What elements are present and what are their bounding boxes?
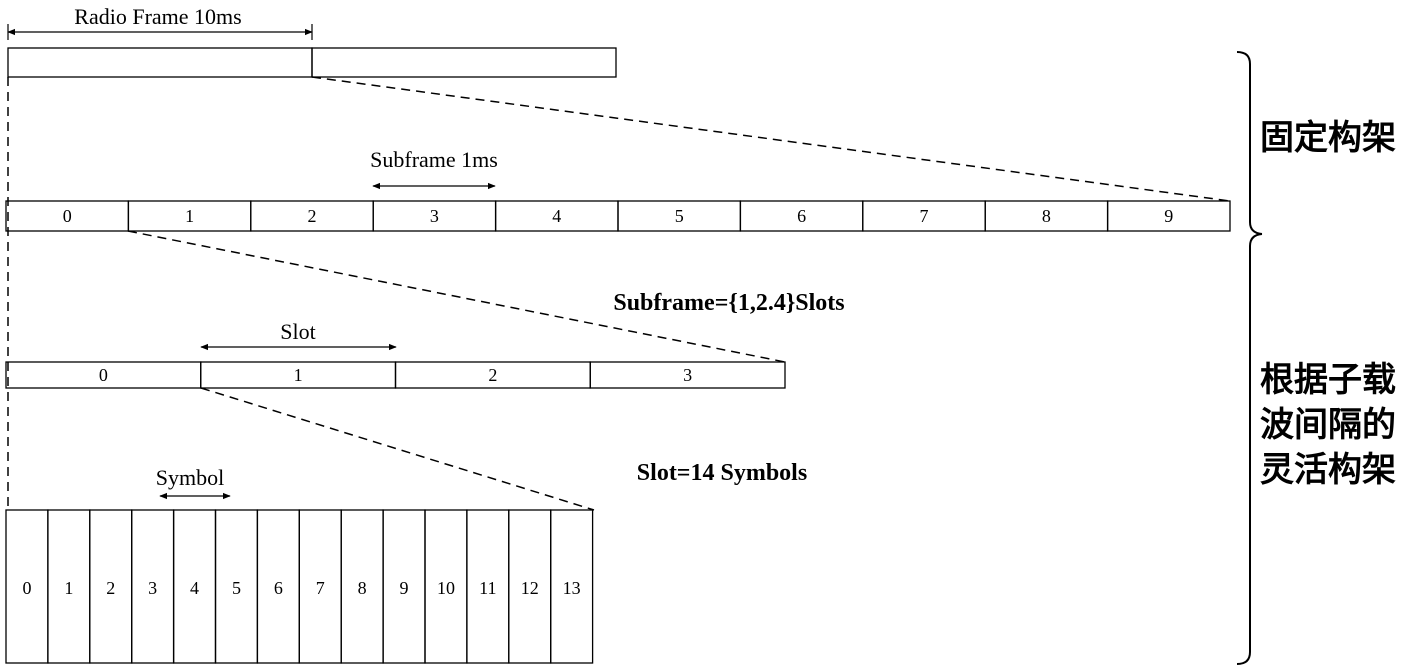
symbol-label: Symbol: [156, 465, 224, 490]
slot-cell-label-0: 0: [99, 365, 108, 385]
connector-frame-right: [311, 76, 1231, 202]
subframe-row: Subframe 1ms 0 1 2 3 4 5 6 7 8 9: [5, 147, 1231, 232]
zoom-connectors: [7, 76, 1231, 511]
radio-frame-half-1: [7, 47, 313, 78]
symbol-cell-label-10: 10: [437, 578, 455, 598]
slot-cell-label-2: 2: [488, 365, 497, 385]
subframe-cell-label-5: 5: [675, 206, 684, 226]
slot-row: Slot 0 1 2 3: [5, 319, 786, 389]
fixed-structure-label: 固定构架: [1260, 118, 1396, 158]
connector-subframe-right: [127, 230, 786, 363]
slot-symbols-caption: Slot=14 Symbols: [637, 460, 807, 486]
subframe-cell-label-8: 8: [1042, 206, 1051, 226]
radio-frame-half-2: [311, 47, 617, 78]
flexible-structure-label-line-3: 灵活构架: [1260, 450, 1396, 490]
slot-cell-label-3: 3: [683, 365, 692, 385]
symbol-cell-label-1: 1: [64, 578, 73, 598]
connector-slot-right: [200, 387, 595, 511]
symbol-cell-label-9: 9: [400, 578, 409, 598]
subframe-cell-label-0: 0: [63, 206, 72, 226]
symbol-cell-label-12: 12: [521, 578, 539, 598]
radio-frame-row: Radio Frame 10ms: [7, 4, 617, 78]
subframe-cell-label-3: 3: [430, 206, 439, 226]
symbol-cell-label-13: 13: [563, 578, 581, 598]
subframe-cell-label-9: 9: [1164, 206, 1173, 226]
slot-cell-label-1: 1: [294, 365, 303, 385]
symbol-cell-label-3: 3: [148, 578, 157, 598]
symbol-cell-label-6: 6: [274, 578, 283, 598]
brace-fixed: [1236, 51, 1263, 235]
symbol-cell-label-2: 2: [106, 578, 115, 598]
flexible-structure-label-line-2: 波间隔的: [1260, 405, 1396, 445]
slot-cell-3: [589, 361, 786, 389]
subframe-cell-label-4: 4: [552, 206, 561, 226]
brace-flexible: [1236, 233, 1263, 665]
subframe-cell-label-7: 7: [920, 206, 929, 226]
symbol-cell-label-0: 0: [22, 578, 31, 598]
symbol-cell-label-5: 5: [232, 578, 241, 598]
subframe-cell-label-1: 1: [185, 206, 194, 226]
subframe-cell-9: [1106, 200, 1231, 232]
symbol-cell-label-8: 8: [358, 578, 367, 598]
subframe-slots-caption: Subframe={1,2.4}Slots: [613, 290, 844, 316]
symbol-cell-13: [550, 509, 594, 664]
slot-label: Slot: [280, 319, 315, 344]
subframe-cell-label-6: 6: [797, 206, 806, 226]
symbol-cell-label-4: 4: [190, 578, 199, 598]
flexible-structure-label-line-1: 根据子载: [1260, 360, 1396, 400]
subframe-cell-label-2: 2: [308, 206, 317, 226]
symbol-cell-label-7: 7: [316, 578, 325, 598]
radio-frame-label: Radio Frame 10ms: [74, 4, 241, 29]
symbol-cell-label-11: 11: [479, 578, 496, 598]
subframe-label: Subframe 1ms: [370, 147, 498, 172]
